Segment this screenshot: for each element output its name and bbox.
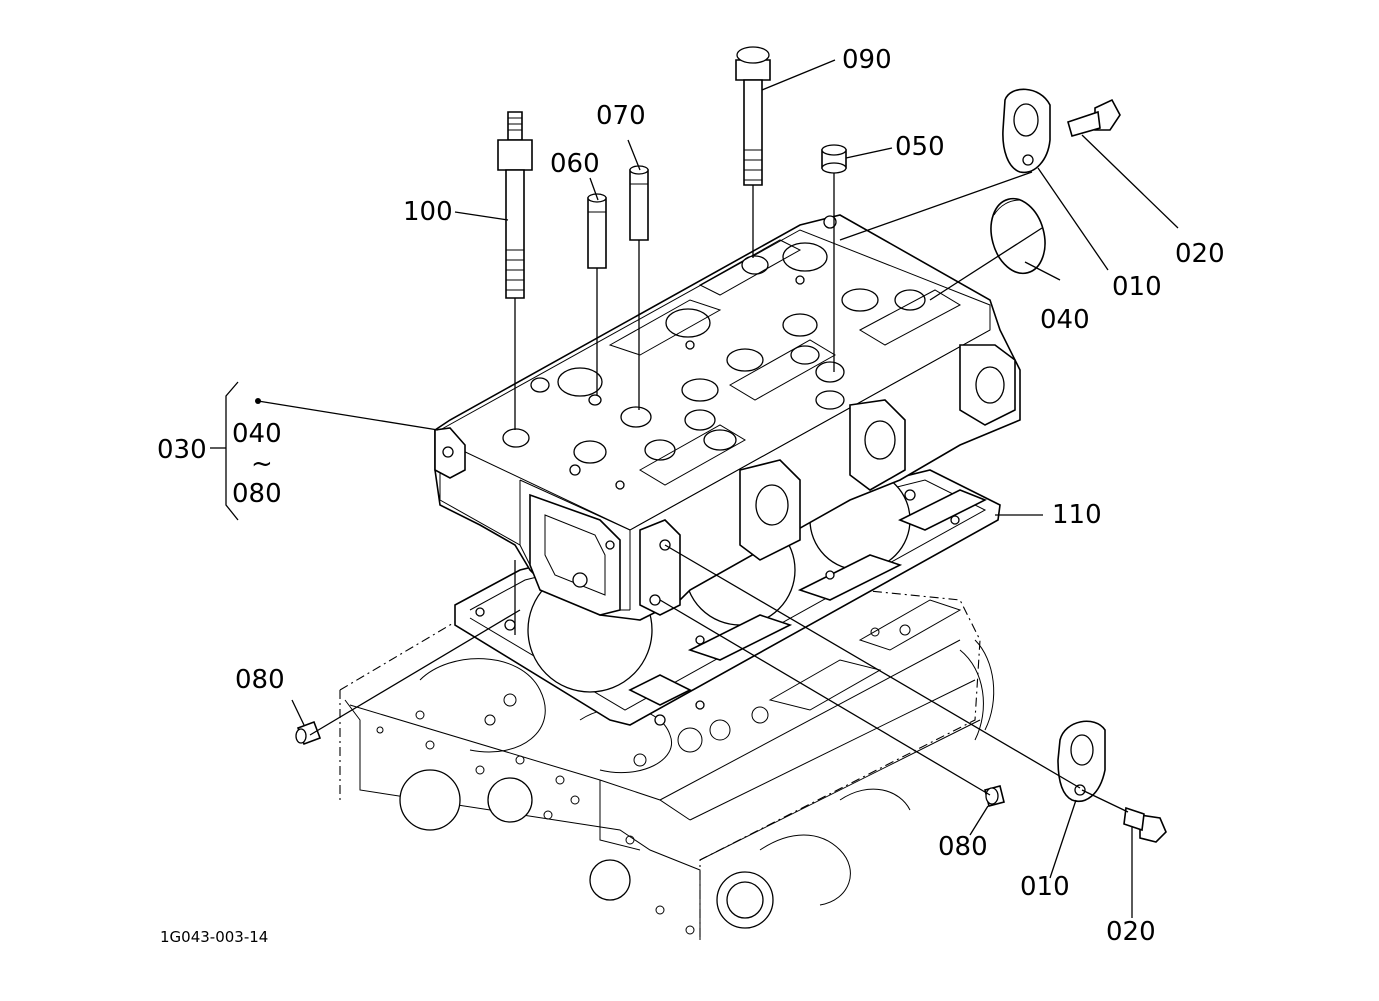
callout-040: 040	[1040, 305, 1090, 335]
callout-050: 050	[895, 132, 945, 162]
part-010-hanger-bottom	[1057, 720, 1106, 802]
callout-020-bottom: 020	[1106, 917, 1156, 947]
callout-030: 030	[157, 435, 207, 465]
engine-block	[339, 559, 995, 940]
callout-080-right: 080	[938, 832, 988, 862]
part-050-seal	[821, 144, 847, 372]
callout-060: 060	[550, 149, 600, 179]
callout-020-top: 020	[1175, 239, 1225, 269]
part-080-plug-left	[295, 720, 322, 746]
part-010-hanger-top	[1002, 88, 1051, 174]
part-020-bolt-top	[1067, 98, 1121, 137]
callout-010-bottom: 010	[1020, 872, 1070, 902]
part-060-valve-guide	[587, 193, 607, 395]
drawing-code: 1G043-003-14	[160, 928, 268, 946]
callout-030-from: 040	[232, 419, 282, 449]
callout-080-left: 080	[235, 665, 285, 695]
part-020-bolt-bottom	[1123, 806, 1167, 843]
cylinder-head	[434, 214, 1021, 621]
callout-090: 090	[842, 45, 892, 75]
part-070-valve-guide	[629, 165, 649, 410]
part-100-head-bolt	[497, 111, 533, 430]
callout-110: 110	[1052, 500, 1102, 530]
callout-070: 070	[596, 101, 646, 131]
callout-010-top: 010	[1112, 272, 1162, 302]
part-080-plug-right	[984, 785, 1005, 807]
part-040-plug	[990, 197, 1046, 275]
head-gasket	[454, 469, 1001, 726]
callout-030-to: 080	[232, 479, 282, 509]
callout-100: 100	[403, 197, 453, 227]
part-090-head-bolt	[735, 46, 771, 258]
callout-labels: 090 070 060 100 050 020 010 040 110 030 …	[157, 45, 1225, 947]
leader-lines	[210, 59, 1179, 918]
callout-030-range: ~	[251, 449, 273, 479]
